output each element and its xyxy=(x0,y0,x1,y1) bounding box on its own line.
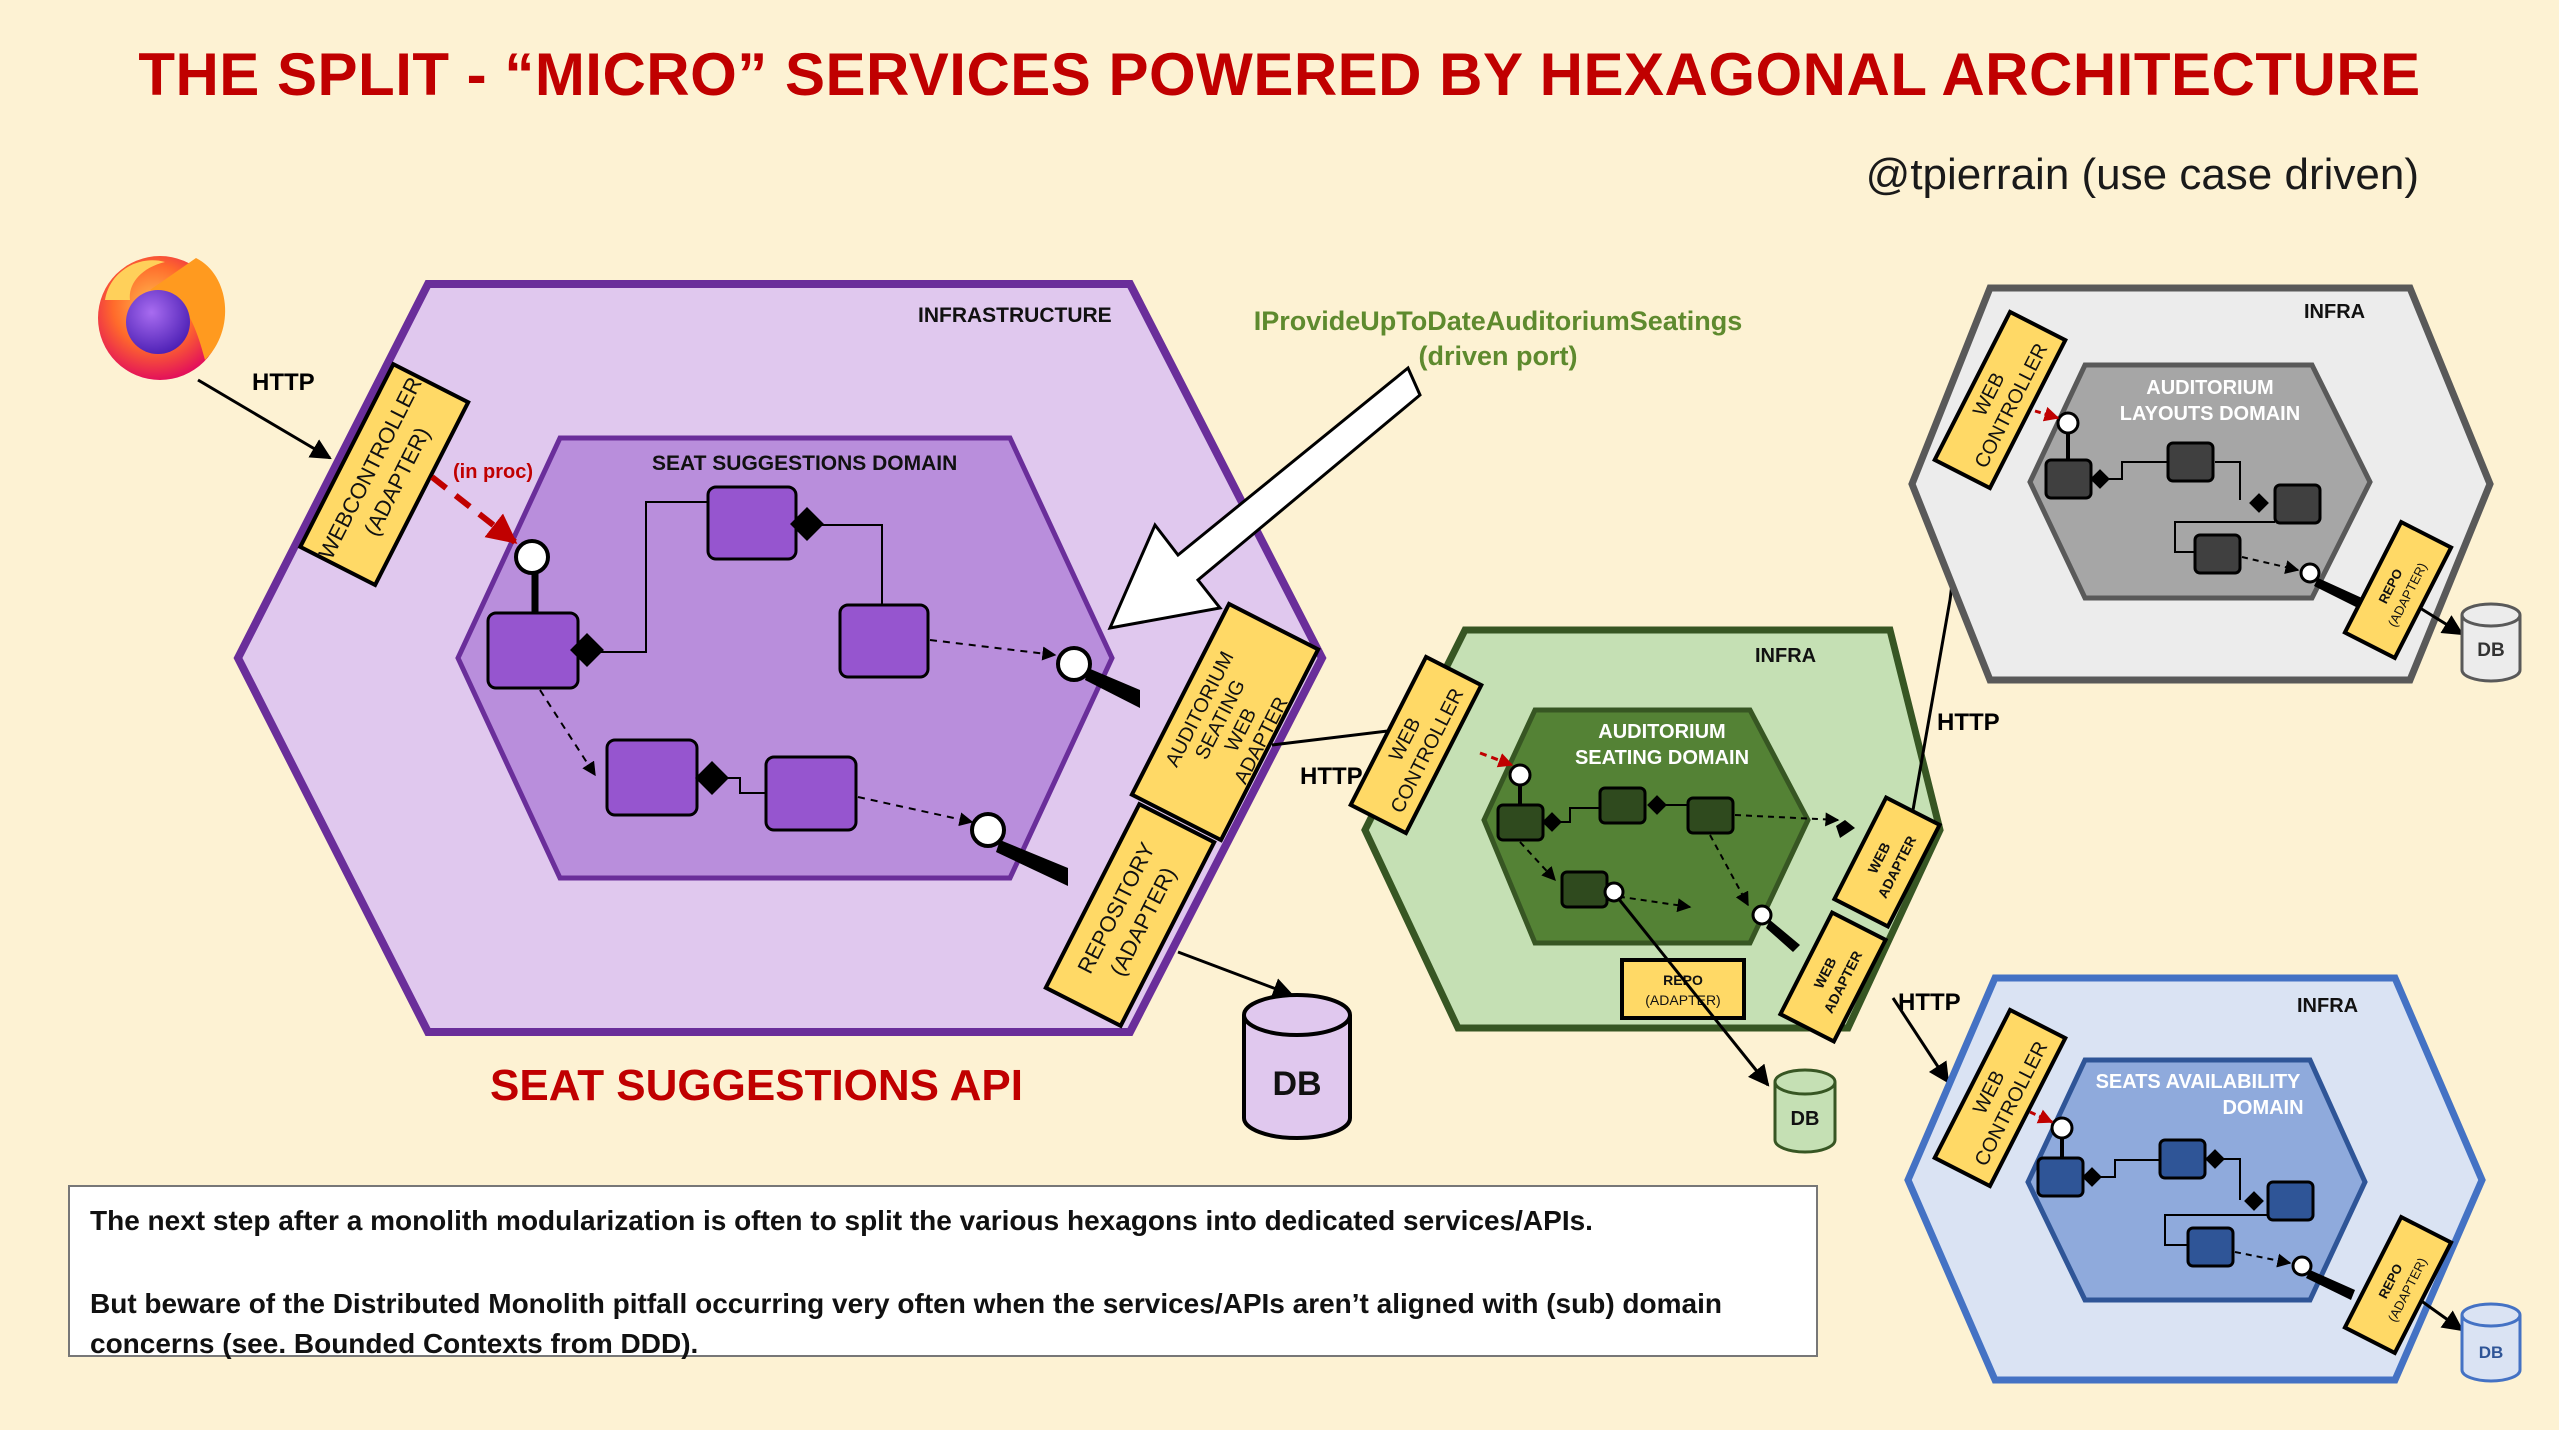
repo-line2: (ADAPTER) xyxy=(1645,992,1720,1008)
auditorium-seating-http-in-label: HTTP xyxy=(1300,763,1363,790)
seats-availability-hexagon: INFRA SEATS AVAILABILITY DOMAIN xyxy=(1904,974,2486,1384)
auditorium-seating-db-icon: DB xyxy=(1773,1068,1837,1154)
domain-box xyxy=(2044,458,2093,500)
domain-box xyxy=(2166,441,2215,483)
firefox-icon xyxy=(98,256,226,380)
seats-availability-domain-line1: SEATS AVAILABILITY xyxy=(2096,1071,2301,1093)
domain-box xyxy=(764,755,858,832)
driven-port-callout-arrow xyxy=(1107,365,1422,630)
auditorium-layouts-infra-label: INFRA xyxy=(2304,301,2365,323)
domain-box xyxy=(605,738,699,817)
in-proc-label: (in proc) xyxy=(453,461,533,483)
domain-box xyxy=(706,485,798,561)
domain-box xyxy=(2273,483,2322,525)
note-line-2: But beware of the Distributed Monolith p… xyxy=(90,1287,1722,1360)
author-credit: @tpierrain (use case driven) xyxy=(1865,150,2419,199)
seat-suggestions-db-label: DB xyxy=(1272,1065,1321,1103)
http-up-label: HTTP xyxy=(1937,709,2000,736)
seat-suggestions-hexagon: INFRASTRUCTURE SEAT SUGGESTIONS DOMAIN xyxy=(233,280,1327,1036)
auditorium-seating-infra-label: INFRA xyxy=(1755,645,1816,667)
domain-box xyxy=(1496,803,1545,842)
auditorium-layouts-domain-line1: AUDITORIUM xyxy=(2146,377,2273,399)
auditorium-seating-web-adapter-1: WEB ADAPTER xyxy=(1831,794,1943,930)
domain-box xyxy=(2193,533,2242,575)
seats-availability-infra-label: INFRA xyxy=(2297,995,2358,1017)
explanation-note: The next step after a monolith modulariz… xyxy=(68,1185,1818,1359)
http-down-label: HTTP xyxy=(1898,989,1961,1016)
domain-box xyxy=(1598,786,1647,825)
domain-box xyxy=(2186,1226,2235,1268)
seats-availability-db-label: DB xyxy=(2479,1343,2504,1362)
seats-availability-domain-line2: DOMAIN xyxy=(2222,1097,2303,1119)
domain-box xyxy=(1686,796,1735,835)
domain-box xyxy=(2036,1156,2085,1198)
auditorium-seating-web-adapter: AUDITORIUM SEATING WEB ADAPTER xyxy=(1129,601,1321,843)
domain-box xyxy=(838,603,930,679)
in-proc-arrow xyxy=(430,474,518,545)
domain-box xyxy=(1560,870,1609,909)
browser-http-label: HTTP xyxy=(252,369,315,396)
seat-suggestions-db-icon: DB xyxy=(1242,993,1352,1140)
domain-box xyxy=(2158,1138,2207,1180)
seat-suggestions-infra-label: INFRASTRUCTURE xyxy=(918,304,1112,327)
domain-box xyxy=(486,611,580,690)
seat-suggestions-domain-label: SEAT SUGGESTIONS DOMAIN xyxy=(652,452,957,475)
domain-box xyxy=(2266,1180,2315,1222)
note-line-1: The next step after a monolith modulariz… xyxy=(90,1205,1593,1236)
auditorium-layouts-db-label: DB xyxy=(2477,640,2504,661)
driven-port-subtitle: (driven port) xyxy=(1419,341,1578,371)
seats-availability-db-icon: DB xyxy=(2460,1302,2522,1383)
auditorium-seating-hexagon: INFRA AUDITORIUM SEATING DOMAIN xyxy=(1361,626,1944,1032)
driven-port-name: IProvideUpToDateAuditoriumSeatings xyxy=(1254,306,1743,336)
auditorium-layouts-hexagon: INFRA AUDITORIUM LAYOUTS DOMAIN xyxy=(1908,284,2494,684)
http-arrow-to-availability xyxy=(1891,997,1950,1084)
auditorium-layouts-db-icon: DB xyxy=(2460,602,2522,683)
seat-suggestions-api-name: SEAT SUGGESTIONS API xyxy=(490,1061,1023,1110)
seats-availability-domain-hexagon xyxy=(2025,1057,2368,1303)
auditorium-seating-domain-line2: SEATING DOMAIN xyxy=(1575,747,1749,769)
auditorium-seating-web-adapter-2: WEB ADAPTER xyxy=(1777,909,1889,1045)
auditorium-seating-db-label: DB xyxy=(1791,1108,1820,1130)
browser-http-arrow xyxy=(197,378,332,460)
auditorium-seating-repo-adapter: REPO (ADAPTER) xyxy=(1620,958,1746,1020)
auditorium-layouts-domain-line2: LAYOUTS DOMAIN xyxy=(2120,403,2300,425)
page-title: THE SPLIT - “MICRO” SERVICES POWERED BY … xyxy=(138,41,2421,108)
auditorium-seating-domain-line1: AUDITORIUM xyxy=(1598,721,1725,743)
